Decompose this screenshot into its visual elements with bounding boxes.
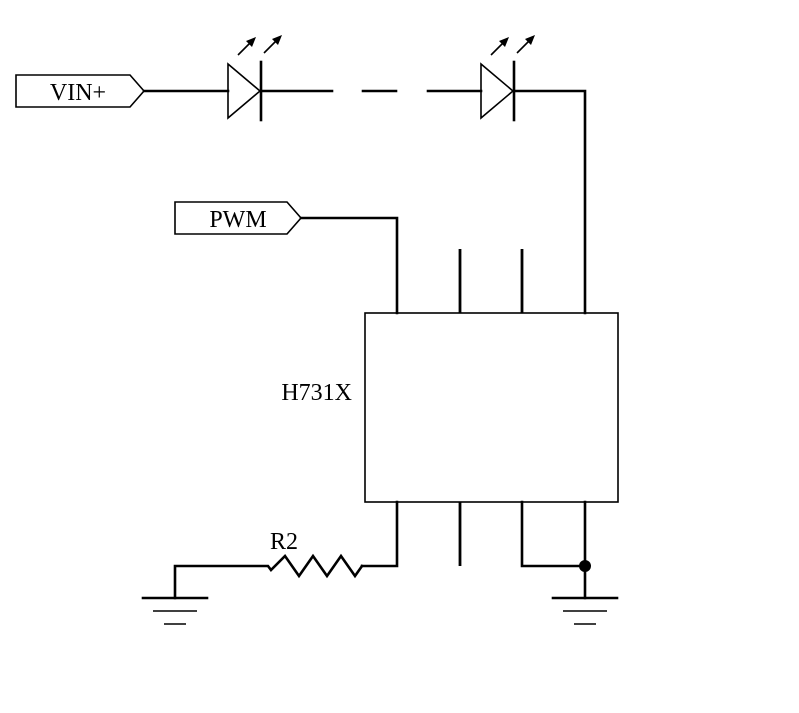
resistor-label: R2 [270,529,298,555]
vin-port: VIN+ [15,74,146,108]
ic-body [364,312,619,503]
resistor-r2-icon [173,553,364,600]
led-1-anode-triangle [227,62,262,120]
pwm-port: PWM [174,201,303,235]
led-2-anode-triangle [480,62,515,120]
pwm-port-label: PWM [209,207,266,233]
pwm-port-shape [174,201,303,235]
ground-left-icon [141,596,209,625]
vin-port-label: VIN+ [50,80,106,106]
vin-port-shape [15,74,146,108]
wire-pwm-to-ic [299,216,399,315]
wire-ic-to-r2 [360,500,399,568]
wire-ic-pin3-to-ground [520,500,587,568]
led-1-emission-arrows-icon [237,35,282,56]
ground-right-icon [551,596,619,625]
led-2-emission-arrows-icon [490,35,535,56]
led-2 [480,35,535,122]
led-1 [227,35,282,122]
junction-dot [579,560,591,572]
ic-label: H731X [281,380,352,406]
wire-led2-to-ic [513,89,587,315]
